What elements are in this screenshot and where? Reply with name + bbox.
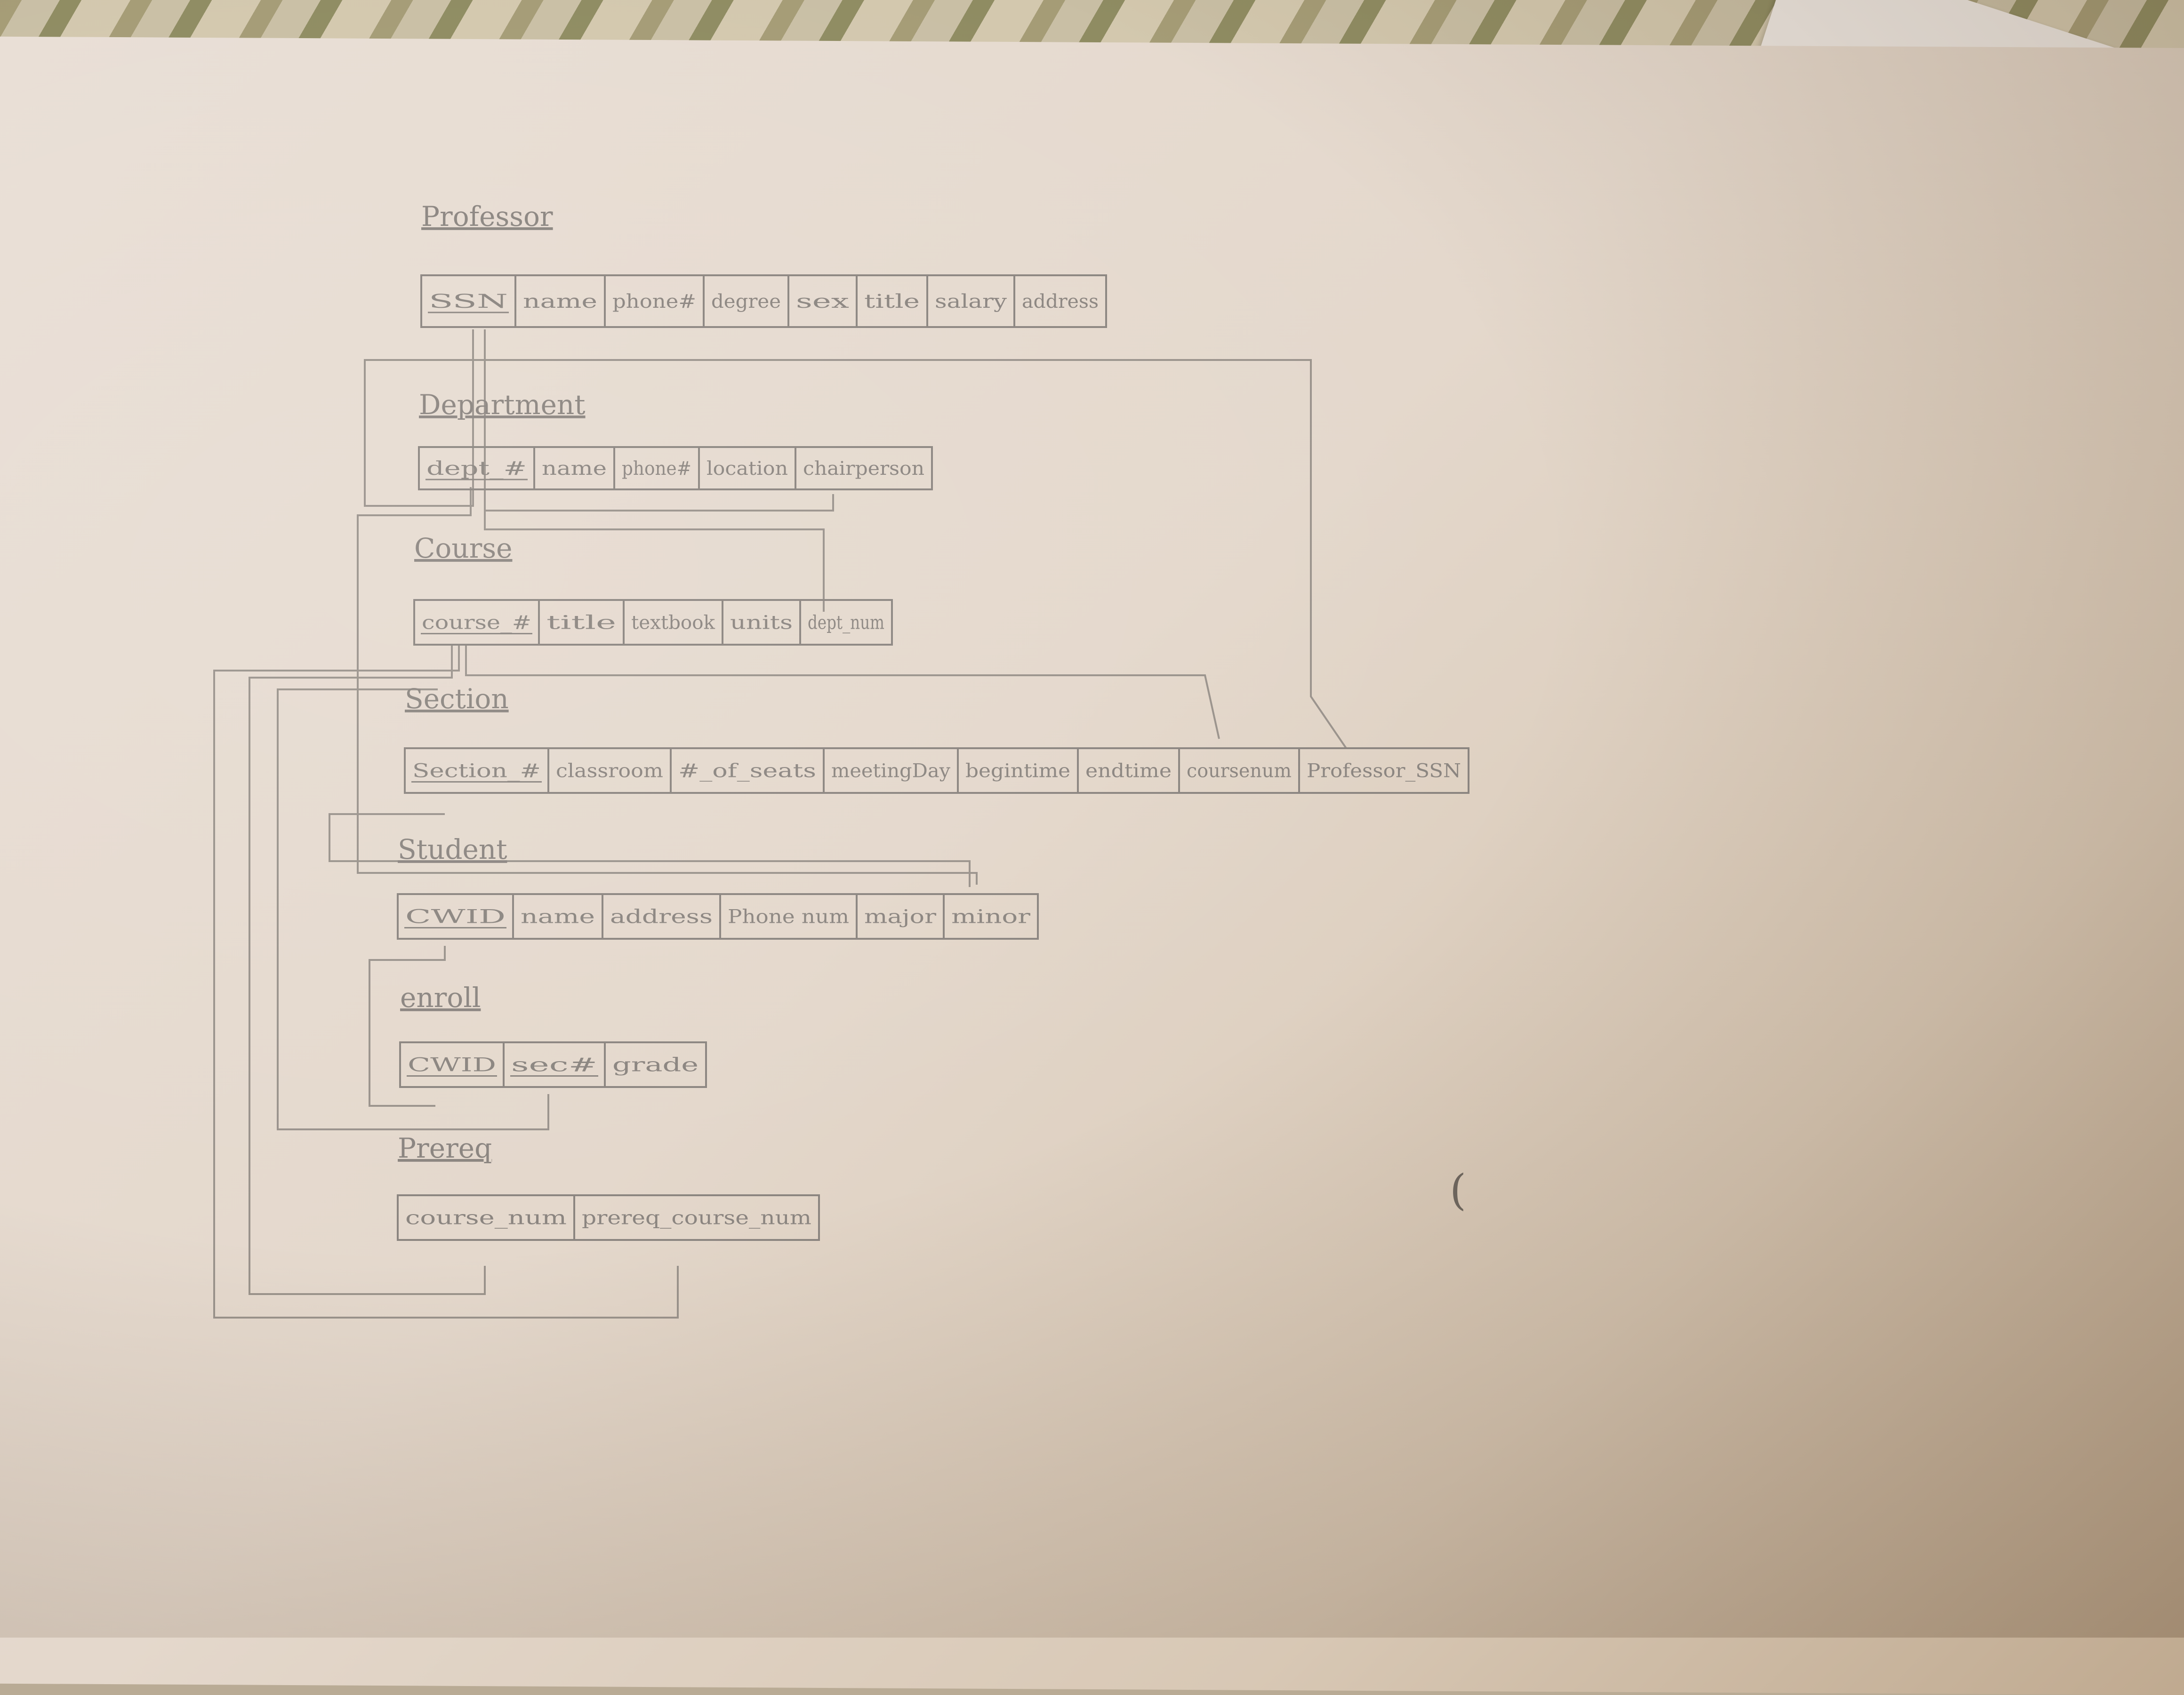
fk-student-major [357, 487, 978, 885]
relation-name-prereq: Prereq [398, 1132, 492, 1164]
relation-name-enroll: enroll [400, 982, 481, 1014]
attribute-name: chairperson [803, 458, 924, 480]
attribute-name: major [864, 906, 937, 928]
attribute-name: phone# [612, 291, 696, 312]
attribute-name: dept_# [426, 458, 527, 480]
relation-name-department: Department [419, 389, 586, 421]
fk-course-dept-num [484, 487, 825, 612]
attribute-name: CWID [408, 1055, 496, 1076]
attribute-name: begintime [965, 760, 1070, 782]
attribute-name: Professor_SSN [1307, 760, 1461, 782]
attribute-name: meetingDay [831, 760, 950, 782]
fk-enroll-sec [277, 688, 549, 1130]
attribute-name: phone# [622, 458, 691, 480]
fk-enroll-cwid [369, 946, 446, 1107]
attribute-name: coursenum [1187, 760, 1292, 782]
foreign-key-connectors [213, 329, 1347, 1319]
attribute-name: address [610, 906, 713, 928]
relation-name-section: Section [405, 683, 509, 715]
attribute-name: Phone num [728, 906, 849, 928]
attribute-name: name [521, 906, 595, 928]
attribute-name: title [546, 612, 616, 634]
attribute-name: name [542, 458, 607, 480]
attribute-cell [1013, 274, 1107, 328]
attribute-name: sex [796, 291, 850, 312]
attribute-cell [604, 1041, 707, 1088]
table-prereq: Prereq course_num prereq_course_num [397, 1132, 820, 1241]
fk-prereq-prereq-course-num [213, 645, 679, 1319]
attribute-name: salary [935, 291, 1007, 312]
attribute-name: course_num [405, 1207, 567, 1229]
attribute-name: grade [612, 1055, 699, 1076]
attribute-name: SSN [429, 291, 508, 312]
attribute-name: CWID [405, 906, 506, 928]
attribute-name: dept_num [808, 612, 884, 634]
relation-name-course: Course [414, 532, 512, 564]
attribute-name: location [707, 458, 788, 480]
relation-name-student: Student [398, 833, 507, 865]
fk-student-minor [329, 813, 971, 887]
fk-section-coursenum [465, 645, 1220, 739]
fk-section-professor-ssn [364, 329, 1347, 749]
attribute-name: Section_# [412, 760, 541, 782]
relation-name-professor: Professor [421, 200, 553, 232]
fk-department-chairperson [484, 329, 834, 512]
attribute-name: degree [711, 291, 781, 312]
stray-pencil-mark: ( [1450, 1166, 1466, 1215]
attribute-name: address [1022, 291, 1099, 312]
attribute-cell [795, 446, 933, 490]
attribute-name: name [523, 291, 597, 312]
attribute-name: #_of_seats [678, 760, 816, 782]
attribute-cell [573, 1194, 820, 1241]
attribute-name: classroom [556, 760, 663, 782]
attribute-name: title [864, 291, 920, 312]
attribute-name: course_# [422, 612, 531, 634]
attribute-cell [943, 893, 1039, 940]
attribute-name: units [730, 612, 793, 634]
fk-prereq-course-num [249, 645, 486, 1295]
attribute-name: minor [951, 906, 1031, 928]
attribute-name: textbook [631, 612, 715, 634]
attribute-name: sec# [511, 1055, 597, 1076]
attribute-cell [799, 599, 893, 646]
attribute-cell [1298, 747, 1469, 794]
attribute-name: endtime [1085, 760, 1172, 782]
table-course: Course course_# title textbook units dept_num [413, 532, 893, 646]
table-department: Department dept_# name phone# location chairp… [418, 389, 933, 490]
attribute-name: prereq_course_num [582, 1207, 811, 1229]
